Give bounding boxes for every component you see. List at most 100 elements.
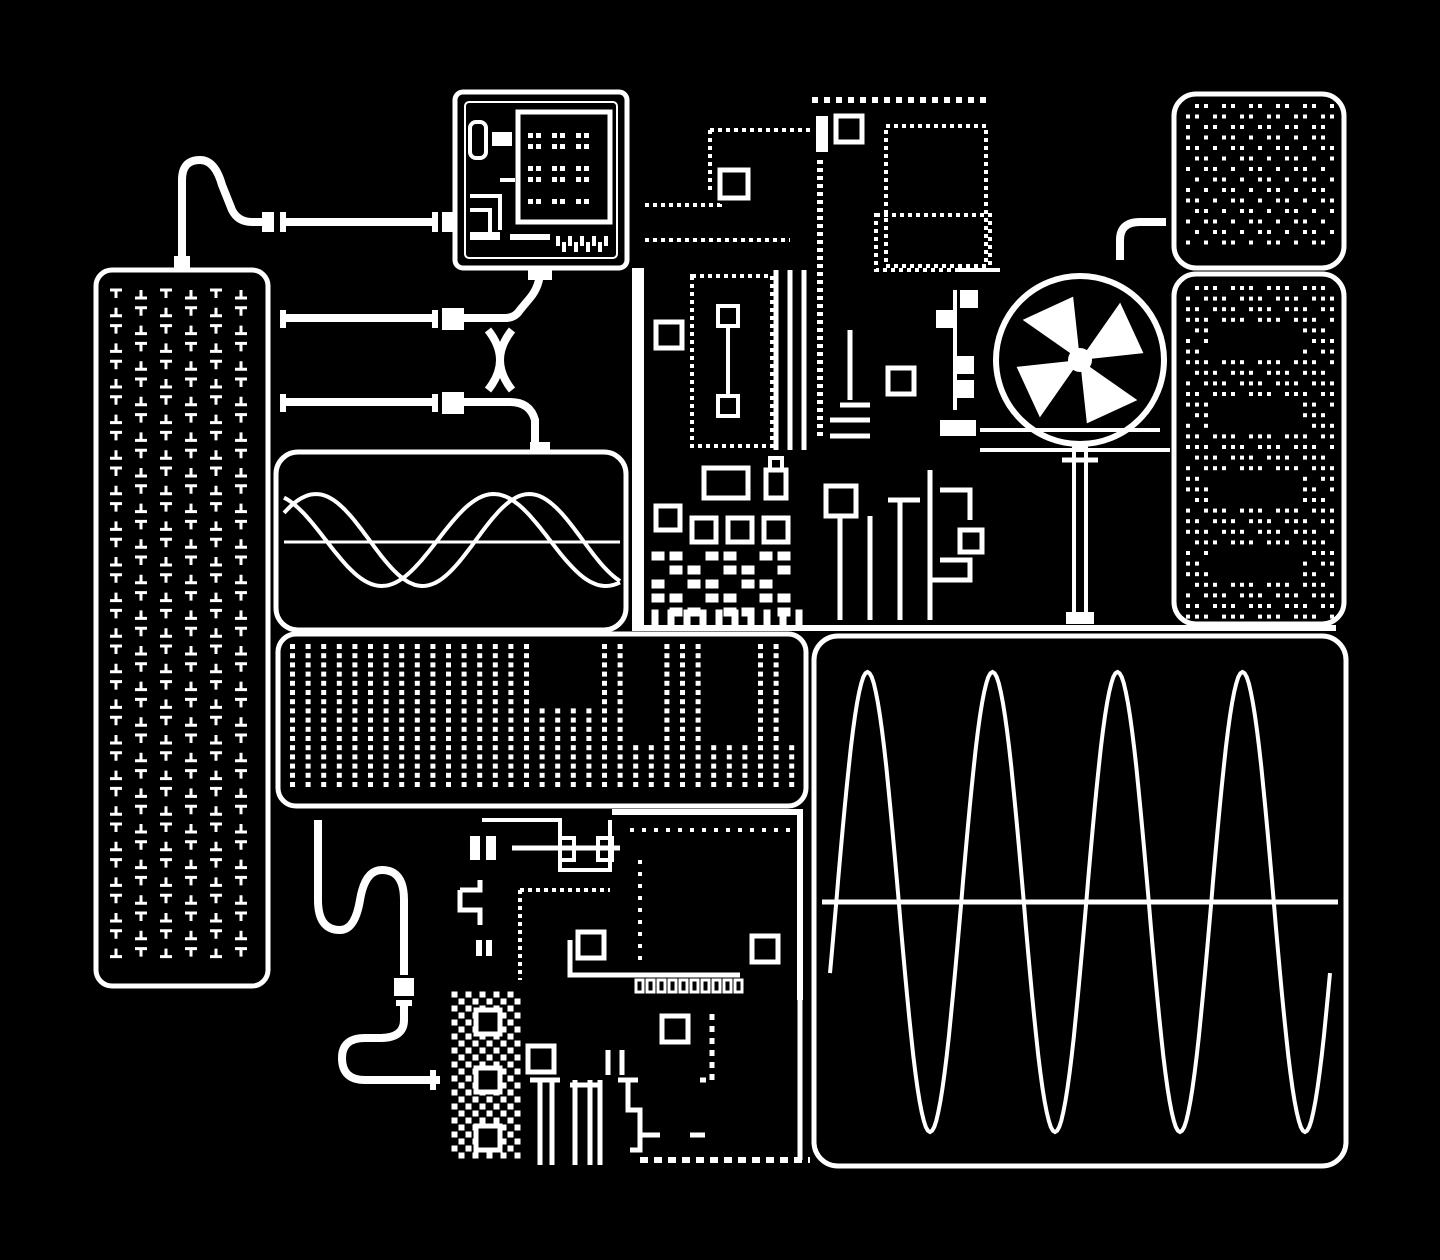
- meter-dot: [430, 680, 436, 686]
- meter-dot: [726, 772, 732, 778]
- dot: [1303, 146, 1307, 150]
- meter-dot: [680, 736, 685, 741]
- dot: [1285, 381, 1289, 386]
- dot: [1267, 286, 1271, 290]
- checker-dot: [458, 1138, 465, 1145]
- meter-dot: [352, 690, 358, 695]
- dot: [1267, 125, 1271, 129]
- dot: [1195, 582, 1199, 587]
- dot: [1222, 156, 1226, 161]
- meter-dot: [555, 763, 561, 769]
- dot: [1267, 519, 1271, 524]
- meter-dot: [430, 717, 436, 723]
- meter-dot: [633, 782, 639, 787]
- dot: [1195, 529, 1199, 534]
- dot: [1258, 146, 1262, 150]
- dot: [1321, 146, 1325, 150]
- meter-dot: [321, 662, 327, 668]
- dot: [1240, 146, 1244, 150]
- meter-dot: [492, 726, 498, 732]
- meter-dot: [586, 763, 592, 769]
- dot: [1294, 188, 1298, 192]
- dot: [1303, 487, 1307, 492]
- meter-dot: [508, 782, 514, 787]
- dot: [1276, 540, 1280, 545]
- meter-dot: [664, 745, 670, 751]
- meter-dot: [352, 717, 358, 723]
- dot: [1222, 593, 1226, 598]
- dot: [1249, 392, 1253, 396]
- dot: [1285, 125, 1289, 129]
- meter-dot: [446, 745, 451, 751]
- tooth: [556, 236, 560, 246]
- meter-dot: [336, 671, 342, 677]
- meter-dot: [336, 708, 342, 714]
- meter-dot: [570, 772, 576, 778]
- pin: [689, 978, 700, 994]
- meter-dot: [461, 736, 467, 741]
- dot: [1204, 219, 1208, 224]
- dot: [1321, 135, 1325, 140]
- dot: [1294, 167, 1298, 171]
- meter-dot: [664, 699, 670, 705]
- checker-dot: [465, 1103, 472, 1110]
- dot: [1231, 146, 1235, 150]
- dot: [1285, 156, 1289, 161]
- meter-dot: [758, 644, 763, 649]
- dot: [1249, 240, 1253, 245]
- meter-dot: [446, 680, 451, 686]
- dot: [1330, 572, 1334, 577]
- meter-dot: [648, 745, 654, 751]
- dot: [1249, 370, 1253, 375]
- dot: [1312, 240, 1316, 245]
- meter-dot: [368, 736, 373, 741]
- meter-dot: [430, 772, 436, 778]
- chip-dot: [584, 133, 589, 138]
- meter-dot: [399, 644, 405, 649]
- meter-dot: [664, 754, 670, 760]
- dot: [1294, 125, 1298, 129]
- checker-dot: [500, 1110, 507, 1117]
- dot: [1303, 167, 1307, 171]
- meter-dot: [524, 772, 529, 778]
- meter-dot: [680, 671, 685, 677]
- dot: [1285, 146, 1289, 150]
- meter-dot: [399, 671, 405, 677]
- dot: [1330, 104, 1334, 108]
- dot: [1321, 392, 1325, 396]
- checker-dot: [465, 991, 472, 998]
- meter-dot: [430, 745, 436, 751]
- meter-dot: [290, 662, 295, 668]
- meter-dot: [461, 699, 467, 705]
- dot: [1330, 317, 1334, 322]
- meter-dot: [414, 653, 420, 659]
- dot: [1195, 198, 1199, 203]
- meter-dot: [617, 690, 623, 695]
- dot: [1303, 519, 1307, 524]
- checker-dot: [465, 1019, 472, 1026]
- dot: [1213, 582, 1217, 587]
- meter-dot: [305, 680, 311, 686]
- dot: [1330, 339, 1334, 343]
- dot: [1222, 519, 1226, 524]
- dot: [1204, 188, 1208, 192]
- meter-dot: [290, 754, 295, 760]
- meter-dot: [414, 662, 420, 668]
- dot: [1213, 219, 1217, 224]
- dot: [1213, 286, 1217, 290]
- dot: [1231, 434, 1235, 439]
- dot: [1231, 188, 1235, 192]
- meter-dot: [414, 644, 420, 649]
- meter-dot: [617, 662, 623, 668]
- dot: [1285, 296, 1289, 301]
- dot: [1267, 540, 1271, 545]
- meter-dot: [773, 662, 779, 668]
- circuit-pin: [651, 609, 659, 627]
- meter-dot: [695, 772, 701, 778]
- meter-dots: [290, 644, 795, 787]
- meter-dot: [321, 754, 327, 760]
- meter-dot: [399, 653, 405, 659]
- dot: [1321, 381, 1325, 386]
- checker-dot: [493, 1117, 500, 1124]
- meter-dot: [477, 763, 483, 769]
